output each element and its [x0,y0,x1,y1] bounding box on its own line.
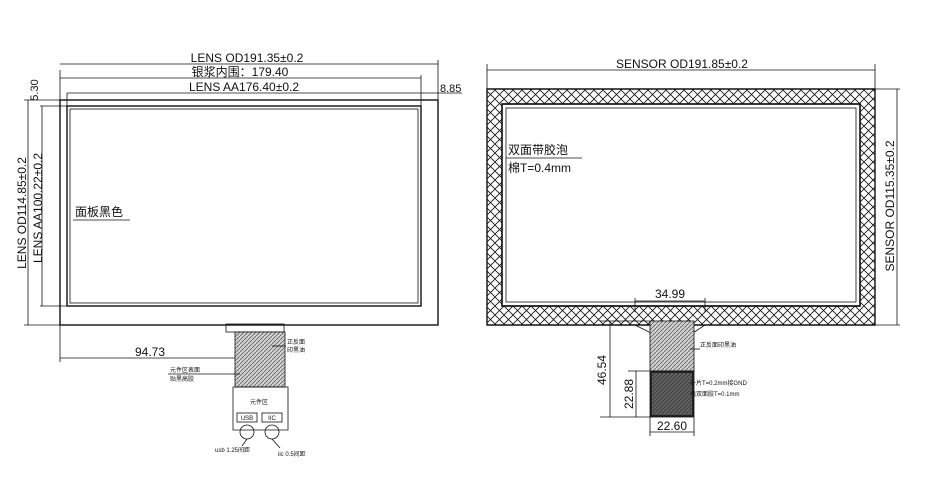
sensor-od-height-label: SENSOR OD115.35±0.2 [883,140,897,271]
foam-tape-note: 双面带胶泡 [508,142,568,157]
stiffener-width-label: 22.60 [657,419,687,433]
lens-od-width-label: LENS OD191.35±0.2 [191,51,304,65]
fpc-width-label: 34.99 [655,287,685,301]
lens-aa-width-label: LENS AA176.40±0.2 [189,80,299,94]
sensor-fpc-note: 正反面印黑油 [700,341,736,349]
lens-active-area [66,105,422,307]
shield-tape-note: 电双面胶T=0.1mm [690,390,740,398]
lens-drawing: LENS OD191.35±0.2 银浆内围：179.40 LENS AA176… [15,51,462,458]
fpc-front-note: 正反面 [287,338,305,346]
adhesive-note: 贴黑高胶 [170,375,194,383]
lens-fpc-tail [234,331,286,388]
iic-pitch-callout: iic 0.5间距 [278,450,306,458]
component-side-note: 元件区表面 [170,366,200,374]
stiffener-length-label: 22.88 [622,379,636,409]
top-offset-label: 5.30 [29,79,41,100]
component-area-label: 元件区 [250,398,268,406]
fpc-offset-label: 94.73 [135,345,165,359]
usb-connector-label: USB [241,416,253,422]
fpc-length-label: 46.54 [595,355,609,385]
usb-pitch-callout: usb 1.25间距 [215,446,250,454]
panel-black-note: 面板黑色 [75,205,123,219]
lens-od-height-label: LENS OD114.85±0.2 [15,157,29,269]
lens-outer-outline [59,99,439,326]
lens-aa-height-label: LENS AA100.22±0.2 [31,153,45,263]
stiffener-note: 补片T=0.2mm接GND [690,379,748,387]
sensor-od-width-label: SENSOR OD191.85±0.2 [616,57,748,71]
sensor-fpc-tail [649,320,695,372]
iic-connector-label: IIC [268,416,276,422]
sensor-drawing: SENSOR OD191.85±0.2 SENSOR OD115.35±0.2 … [486,57,900,436]
foam-thickness-note: 棉T=0.4mm [508,161,571,175]
right-offset-label: 8.85 [440,83,461,95]
fpc-print-note: 印黑油 [287,346,305,354]
silver-inner-label: 银浆内围：179.40 [192,64,289,79]
